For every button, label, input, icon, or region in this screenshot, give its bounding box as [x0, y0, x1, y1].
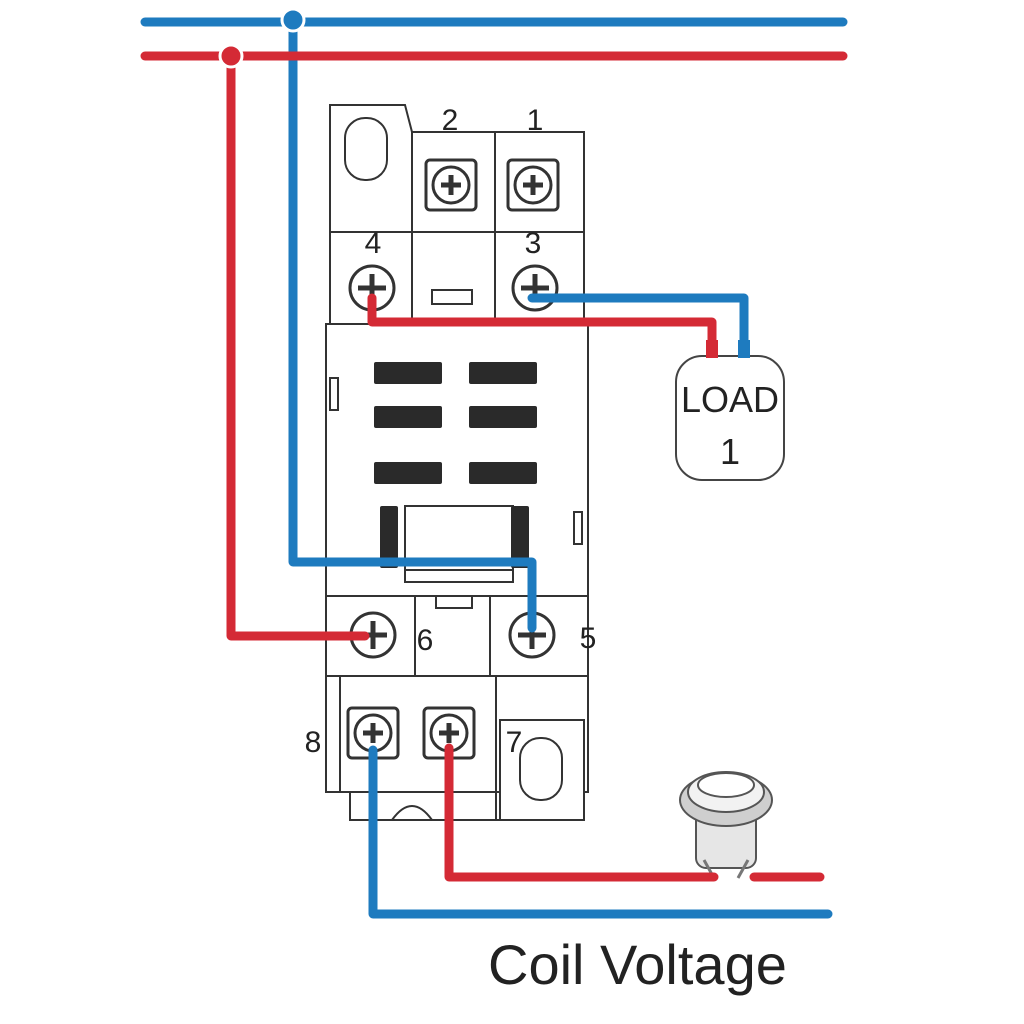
terminal-5-label: 5: [580, 622, 597, 655]
load-box: LOAD 1: [675, 355, 785, 481]
live-junction: [218, 43, 244, 69]
terminal-1-label: 1: [527, 104, 544, 137]
terminal-7-label: 7: [506, 726, 523, 759]
screw-terminal-icon: [506, 158, 560, 212]
mounting-hole-bottom: [519, 737, 563, 801]
wire-8-coil: [368, 745, 833, 919]
live-wires: [140, 51, 848, 882]
terminal-2-label: 2: [442, 104, 459, 137]
terminal-8-label: 8: [305, 726, 322, 759]
neutral-junction: [280, 7, 306, 33]
load-number: 1: [720, 431, 740, 472]
wire-7-to-button: [444, 743, 719, 882]
terminal-4-label: 4: [365, 227, 382, 260]
screw-terminal-icon: [511, 264, 559, 312]
mounting-hole-top: [344, 117, 388, 181]
terminal-labels: 2 1 4 3 6 5 8 7: [305, 104, 597, 759]
push-button-icon: [679, 771, 773, 879]
wire-3-to-load: [527, 293, 749, 357]
neutral-wires: [140, 17, 848, 919]
wire-4-to-load: [367, 293, 717, 357]
pin-slots: [374, 362, 537, 568]
wire-live-to-6: [226, 51, 370, 641]
terminal-6-label: 6: [417, 624, 434, 657]
terminal-3-label: 3: [525, 227, 542, 260]
wire-neutral-to-5: [288, 17, 537, 633]
screw-terminal-icon: [348, 264, 396, 312]
load-wire-tips: [706, 340, 750, 358]
coil-voltage-caption: Coil Voltage: [488, 933, 787, 996]
load-label: LOAD: [681, 379, 779, 420]
screw-terminal-icon: [424, 158, 478, 212]
